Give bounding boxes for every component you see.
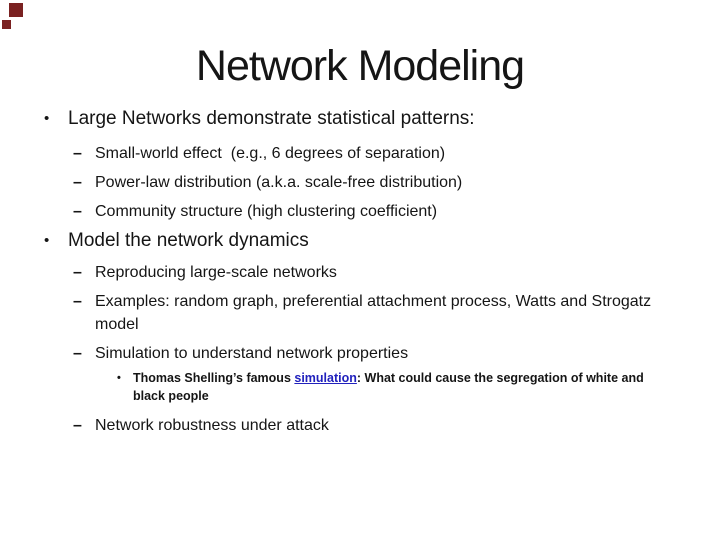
sub-item-small-world: – Small-world effect (e.g., 6 degrees of… (73, 142, 445, 165)
dash-icon: – (73, 345, 82, 362)
sub-item-simulation: – Simulation to understand network prope… (73, 342, 408, 365)
sub-item-text: Community structure (high clustering coe… (95, 203, 438, 220)
dash-icon: – (73, 174, 82, 191)
bullet-text: Large Networks demonstrate statistical p… (68, 108, 475, 129)
sub-item-text: Small-world effect (e.g., 6 degrees of s… (95, 145, 446, 162)
dash-icon: – (73, 203, 82, 220)
note-prefix: Thomas Shelling’s famous (133, 371, 295, 385)
bullet-icon: • (44, 232, 50, 249)
sub-item-text: Examples: random graph, preferential att… (95, 293, 656, 333)
sub-item-text: Network robustness under attack (95, 417, 329, 434)
bullet-item-large-networks: • Large Networks demonstrate statistical… (44, 106, 475, 132)
page-title: Network Modeling (195, 42, 525, 90)
dash-icon: – (73, 264, 82, 281)
bullet-text: Model the network dynamics (68, 230, 309, 251)
dash-icon: – (73, 293, 82, 310)
note-item-shelling: • Thomas Shelling’s famous simulation: W… (117, 369, 678, 405)
dash-icon: – (73, 145, 82, 162)
note-text: Thomas Shelling’s famous simulation: Wha… (133, 369, 678, 405)
bullet-icon: • (117, 372, 121, 384)
sub-item-community: – Community structure (high clustering c… (73, 200, 437, 223)
sub-item-power-law: – Power-law distribution (a.k.a. scale-f… (73, 171, 462, 194)
sub-item-text: Power-law distribution (a.k.a. scale-fre… (95, 174, 463, 191)
decor-square-small-icon (2, 20, 11, 29)
bullet-item-model-dynamics: • Model the network dynamics (44, 228, 309, 254)
decor-square-large-icon (9, 3, 23, 17)
note-suffix: : What could cause the segregation of wh… (133, 371, 648, 403)
dash-icon: – (73, 417, 82, 434)
sub-item-examples: – Examples: random graph, preferential a… (73, 290, 675, 336)
simulation-link[interactable]: simulation (294, 371, 357, 385)
sub-item-text: Simulation to understand network propert… (95, 345, 409, 362)
bullet-icon: • (44, 110, 50, 127)
sub-item-text: Reproducing large-scale networks (95, 264, 337, 281)
sub-item-reproducing: – Reproducing large-scale networks (73, 261, 337, 284)
sub-item-robustness: – Network robustness under attack (73, 414, 329, 437)
